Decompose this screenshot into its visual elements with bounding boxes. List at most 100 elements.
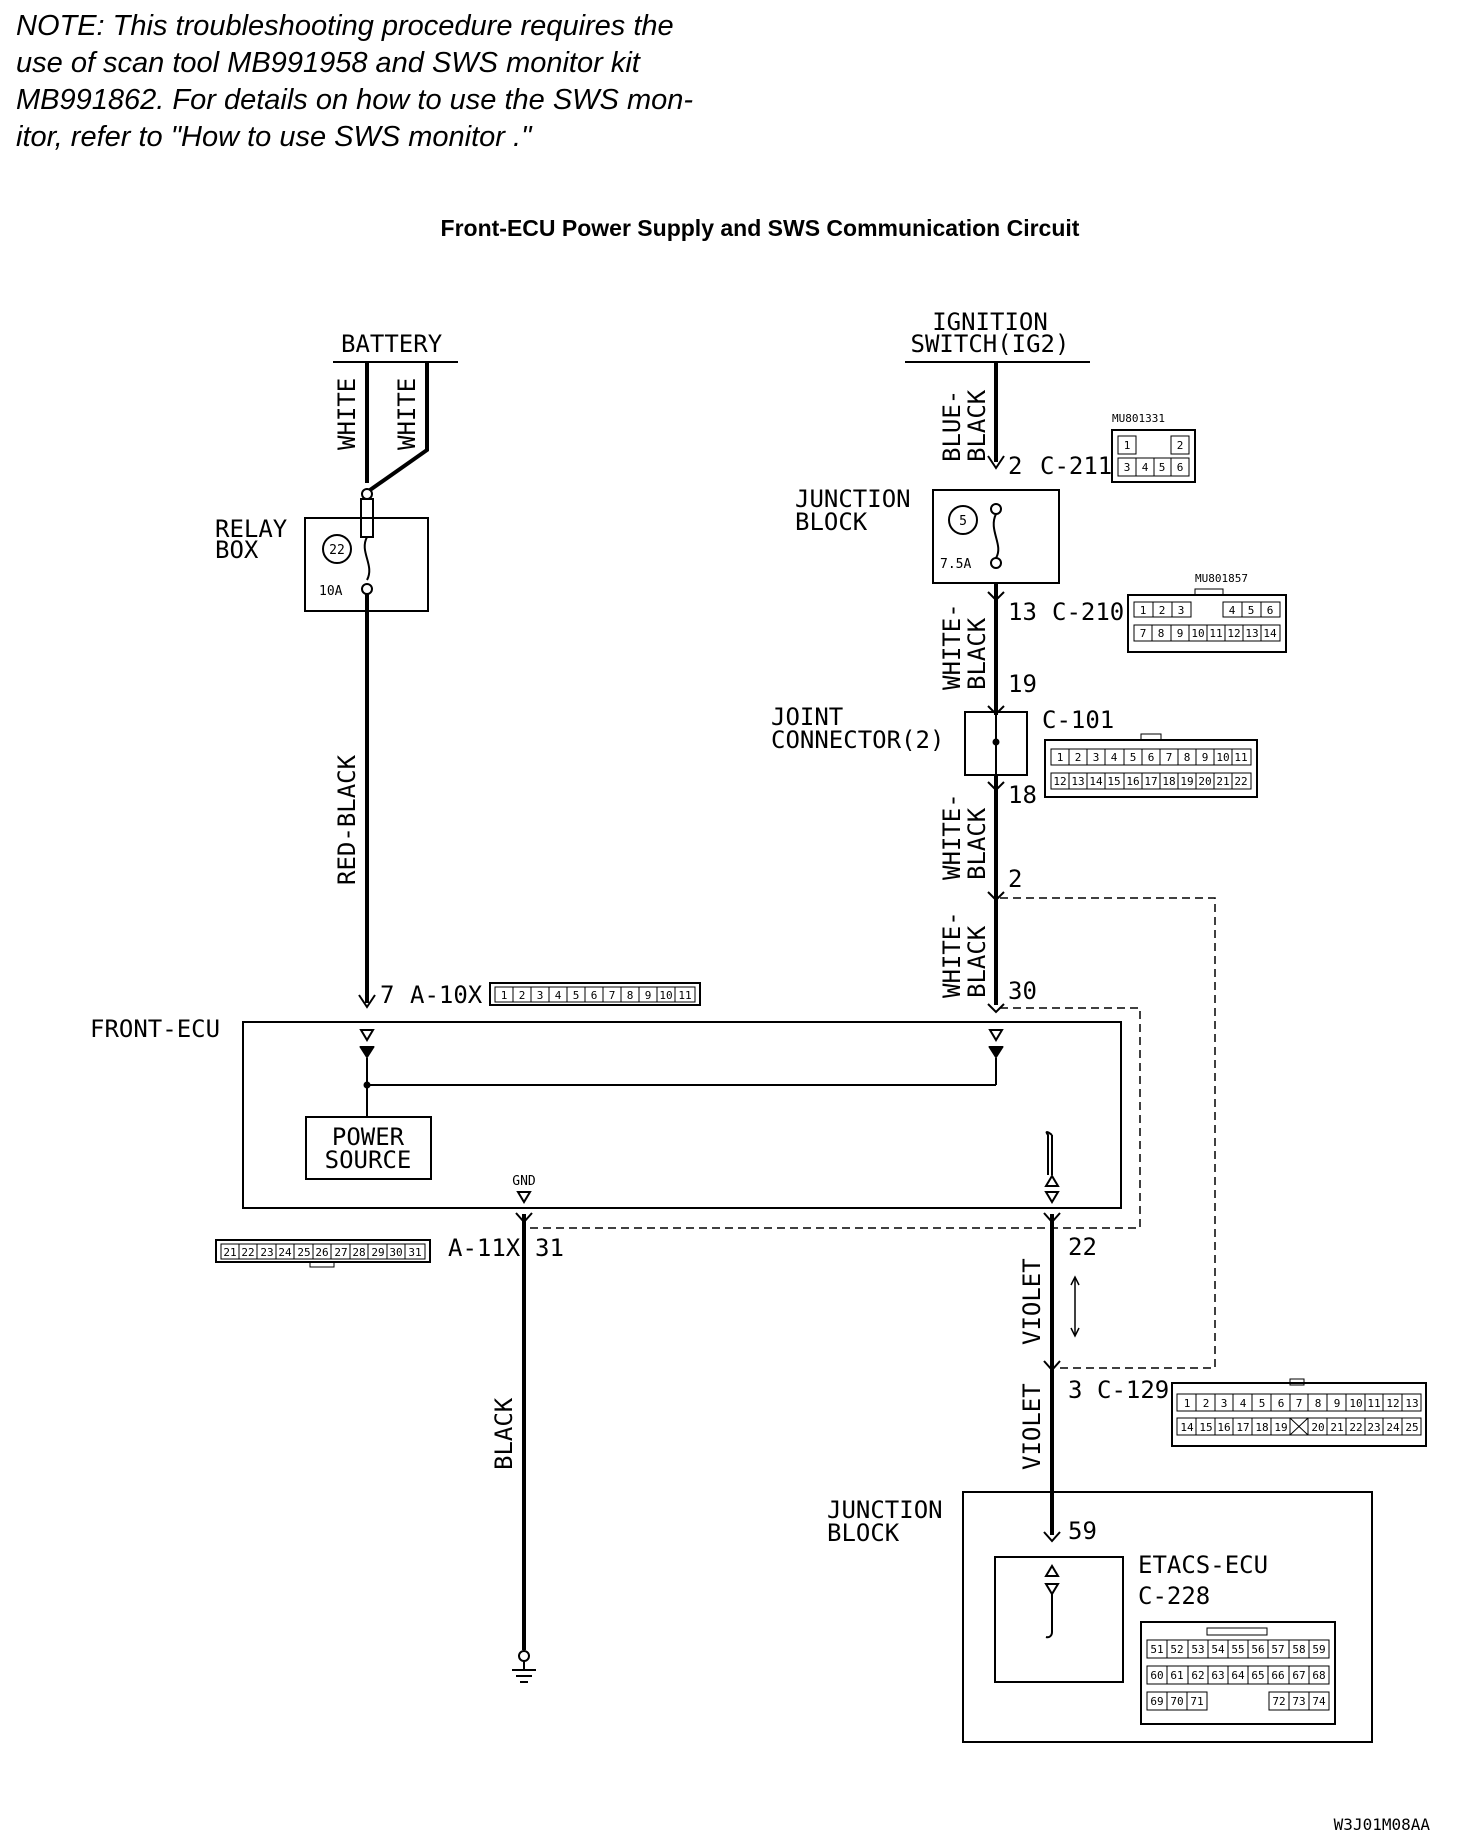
c210-pin: 5: [1248, 604, 1255, 617]
pin-30-marker: [987, 1003, 1005, 1014]
c210-part-number: MU801857: [1195, 572, 1248, 585]
c210-pin: 9: [1177, 627, 1184, 640]
sws-marker-down: [1044, 1191, 1060, 1204]
c129-pin: 8: [1315, 1397, 1322, 1410]
c101-pin: 16: [1126, 775, 1139, 788]
c129-pin: 13: [1405, 1397, 1418, 1410]
pin-59-marker: [1043, 1531, 1061, 1543]
c228-pin: 70: [1170, 1695, 1183, 1708]
c129-pin: 16: [1217, 1421, 1230, 1434]
power-source-box: [305, 1116, 432, 1180]
c101-pin: 17: [1144, 775, 1157, 788]
power-source-label-1: POWER: [332, 1123, 405, 1151]
a11x-pin: 25: [297, 1246, 310, 1259]
a11x-pin: 21: [223, 1246, 236, 1259]
c210-connector-face: 1 2 3 4 5 6 7 8 9 10 11 12 13 14: [1127, 588, 1287, 653]
note-line: NOTE: This troubleshooting procedure req…: [16, 10, 674, 42]
a10x-outline: [489, 982, 701, 1006]
relay-box-label-2: BOX: [215, 536, 259, 564]
c228-pin: 74: [1312, 1695, 1326, 1708]
sws-signal-arrow: [1070, 1275, 1080, 1338]
c101-pin: 6: [1148, 751, 1155, 764]
joint-connector-label-2: CONNECTOR(2): [771, 726, 944, 754]
power-source-label-2: SOURCE: [325, 1146, 412, 1174]
c210-pin: 8: [1158, 627, 1165, 640]
a10x-connector-name: A-10X: [410, 981, 483, 1009]
c129-pin: 21: [1330, 1421, 1343, 1434]
c228-pin: 73: [1292, 1695, 1305, 1708]
fuse-5-terminal-top: [990, 503, 1002, 515]
etacs-internal-wire-end: [1045, 1631, 1053, 1639]
wire-blue-black-label-2: BLACK: [963, 389, 991, 462]
a11x-connector-name: A-11X: [448, 1234, 521, 1262]
wire-white-1-label: WHITE: [333, 378, 361, 450]
c101-pin: 7: [1166, 751, 1173, 764]
c129-pin: 10: [1349, 1397, 1362, 1410]
a10x-connector-face: 1 2 3 4 5 6 7 8 9 10 11: [489, 982, 701, 1006]
c228-pin: 62: [1191, 1669, 1204, 1682]
wire-white-black-2-label-2: BLACK: [963, 807, 991, 880]
front-ecu-box: [242, 1021, 1122, 1209]
a10x-pin: 6: [591, 989, 598, 1002]
wire-white-black-3-label-1: WHITE-: [938, 911, 966, 998]
a11x-key: [309, 1261, 335, 1268]
c210-pin: 12: [1227, 627, 1240, 640]
c211-pin: 3: [1124, 461, 1131, 474]
c210-pin: 14: [1263, 627, 1277, 640]
front-ecu-diode-a10x: [359, 1046, 375, 1059]
a11x-inner: [220, 1243, 426, 1260]
c101-connector-face: 1 2 3 4 5 6 7 8 9 10 11 12 13 14 15 16 1…: [1044, 733, 1258, 798]
c228-pin: 65: [1251, 1669, 1264, 1682]
c228-key: [1206, 1627, 1268, 1636]
c211-cell: [1117, 435, 1137, 455]
c210-pin: 4: [1229, 604, 1236, 617]
c101-pin: 2: [1075, 751, 1082, 764]
c228-pin: 54: [1211, 1643, 1225, 1656]
a11x-pin: 27: [334, 1246, 347, 1259]
wire-white-2: [368, 362, 429, 492]
a11x-pin: 22: [241, 1246, 254, 1259]
c129-pin: 20: [1311, 1421, 1324, 1434]
sws-internal-wire: [1045, 1131, 1053, 1175]
c101-pin: 9: [1202, 751, 1209, 764]
pin-22-number: 22: [1068, 1233, 1097, 1261]
c210-pin: 11: [1209, 627, 1222, 640]
c228-connector-face: 51 52 53 54 55 56 57 58 59 60 61 62 63 6…: [1140, 1621, 1336, 1725]
c210-pin: 13: [1245, 627, 1258, 640]
c228-pin: 64: [1231, 1669, 1245, 1682]
ground-terminal: [518, 1650, 530, 1662]
c211-pin: 6: [1177, 461, 1184, 474]
c210-pin: 10: [1191, 627, 1204, 640]
c101-pin: 3: [1093, 751, 1100, 764]
c228-pin: 55: [1231, 1643, 1244, 1656]
c129-pin: 14: [1180, 1421, 1194, 1434]
c211-outline: [1111, 429, 1196, 483]
c101-pin: 4: [1111, 751, 1118, 764]
c101-connector-name: C-101: [1042, 706, 1114, 734]
c210-pin: 1: [1140, 604, 1147, 617]
c101-pin: 10: [1216, 751, 1229, 764]
a11x-pin-number: 31: [535, 1234, 564, 1262]
a10x-inner: [494, 986, 696, 1003]
a11x-pin: 24: [278, 1246, 292, 1259]
c228-pin: 52: [1170, 1643, 1183, 1656]
a10x-pin: 8: [627, 989, 634, 1002]
ignition-label-1: IGNITION: [932, 308, 1048, 336]
c228-pin: 56: [1251, 1643, 1264, 1656]
pin-2-marker: [987, 891, 1005, 902]
wire-red-black-label: RED-BLACK: [333, 754, 361, 885]
fuse-22-terminal-bottom: [361, 583, 373, 595]
c101-row1: [1050, 748, 1252, 766]
c101-out-marker: [987, 781, 1005, 792]
c101-pin: 15: [1107, 775, 1120, 788]
c129-key: [1289, 1378, 1305, 1386]
c228-row3-left: [1146, 1691, 1208, 1711]
a10x-pin: 5: [573, 989, 580, 1002]
c129-pin: 25: [1405, 1421, 1418, 1434]
c228-pin: 53: [1191, 1643, 1204, 1656]
c228-pin: 63: [1211, 1669, 1224, 1682]
fuse-5-number: 5: [959, 514, 967, 529]
a10x-pin: 4: [555, 989, 562, 1002]
